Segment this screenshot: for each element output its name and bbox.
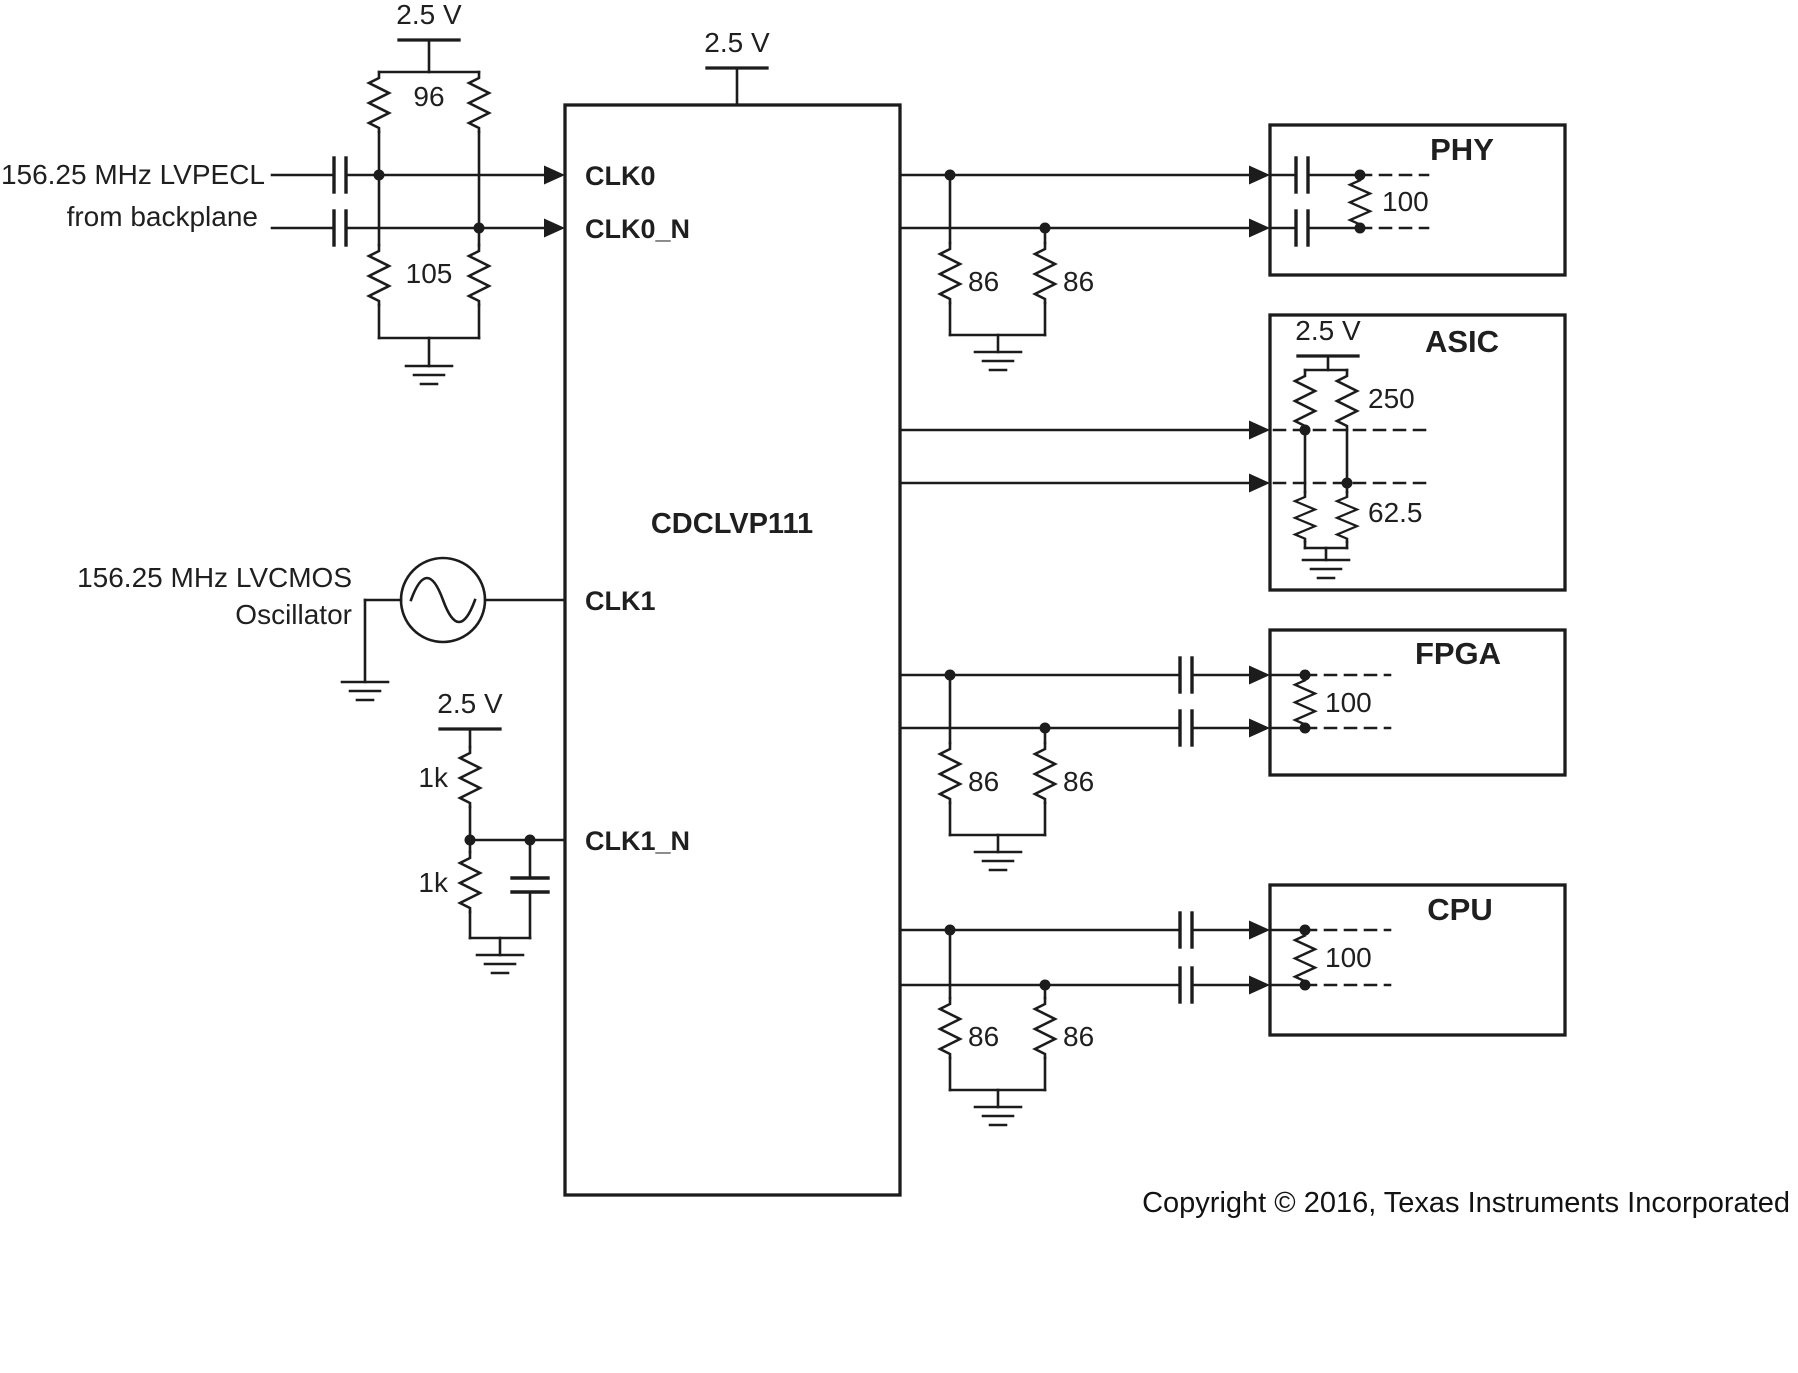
arrowhead-icon: [1247, 919, 1272, 941]
supply-label: 2.5 V: [1295, 315, 1361, 346]
resistor-86-a: [938, 241, 962, 305]
ground-icon: [340, 680, 390, 702]
pin-clk1: CLK1: [585, 586, 656, 616]
clk1n-bias-divider: 2.5 V 1k 1k: [418, 688, 567, 975]
resistor-62-5-b: [1335, 490, 1359, 544]
ground-icon: [973, 850, 1023, 872]
resistor-86-d: [1033, 741, 1057, 805]
coupling-capacitor-icon: [332, 209, 348, 247]
resistor-100-fpga-label: 100: [1325, 687, 1372, 718]
arrowhead-icon: [1247, 419, 1272, 441]
resistor-86-b-label: 86: [1063, 266, 1094, 297]
resistor-86-c-label: 86: [968, 766, 999, 797]
copyright-notice: Copyright © 2016, Texas Instruments Inco…: [1142, 1187, 1790, 1219]
cpu-box: [1268, 883, 1567, 1037]
resistor-100-phy: [1348, 173, 1372, 230]
cpu-label: CPU: [1427, 892, 1492, 927]
supply-label: 2.5 V: [437, 688, 503, 719]
lvcmos-source-label-line2: Oscillator: [235, 599, 352, 630]
asic-block: ASIC 2.5 V 250 62.5: [1268, 313, 1567, 592]
lvpecl-source-label-line1: 156.25 MHz LVPECL: [1, 159, 265, 190]
resistor-86-b: [1033, 241, 1057, 305]
phy-box: [1268, 123, 1567, 277]
chip-label: CDCLVP111: [651, 508, 813, 540]
bypass-capacitor-icon: [510, 876, 550, 894]
output-pair-cpu: 86 86: [898, 911, 1272, 1127]
resistor-96-b: [467, 70, 491, 134]
resistor-62-5-a: [1293, 490, 1317, 544]
coupling-capacitor-icon: [332, 156, 348, 194]
coupling-capacitor-icon: [1178, 656, 1194, 694]
lvcmos-oscillator: 156.25 MHz LVCMOS Oscillator: [77, 556, 567, 702]
chip-body: [563, 103, 902, 1197]
fpga-label: FPGA: [1415, 636, 1501, 671]
arrowhead-icon: [1247, 974, 1272, 996]
coupling-capacitor-icon: [1178, 911, 1194, 949]
phy-label: PHY: [1430, 132, 1494, 167]
asic-box: [1268, 313, 1567, 592]
resistor-96-a: [367, 70, 391, 134]
arrowhead-icon: [1247, 664, 1272, 686]
resistor-250-a: [1293, 368, 1317, 432]
resistor-105-a: [367, 243, 391, 307]
coupling-capacitor-icon: [1178, 966, 1194, 1004]
resistor-86-f: [1033, 996, 1057, 1060]
ground-icon: [475, 953, 525, 975]
resistor-100-fpga: [1293, 673, 1317, 730]
output-pair-asic: [898, 419, 1272, 494]
arrowhead-icon: [542, 164, 567, 186]
coupling-capacitor-icon: [1294, 156, 1310, 194]
cpu-block: CPU 100: [1268, 883, 1567, 1037]
phy-block: PHY 100: [1268, 123, 1567, 277]
resistor-100-cpu-label: 100: [1325, 942, 1372, 973]
ground-icon: [973, 1105, 1023, 1127]
coupling-capacitor-icon: [1178, 709, 1194, 747]
resistor-250-b: [1335, 368, 1359, 432]
ground-icon: [973, 350, 1023, 372]
resistor-96-label: 96: [413, 81, 444, 112]
ground-icon: [1301, 558, 1351, 580]
resistor-1k-top-label: 1k: [418, 762, 449, 793]
asic-label: ASIC: [1425, 324, 1499, 359]
sine-wave-icon: [409, 576, 477, 624]
resistor-250-label: 250: [1368, 383, 1415, 414]
cdclvp111-chip: 2.5 V CDCLVP111 CLK0 CLK0_N CLK1 CLK1_N: [563, 27, 902, 1197]
resistor-86-c: [938, 741, 962, 805]
arrowhead-icon: [1247, 217, 1272, 239]
output-pair-phy: 86 86: [898, 164, 1272, 372]
arrowhead-icon: [1247, 164, 1272, 186]
fpga-block: FPGA 100: [1268, 628, 1567, 777]
resistor-100-cpu: [1293, 928, 1317, 987]
resistor-1k-top: [458, 745, 482, 809]
lvpecl-termination-network: 2.5 V 96 105: [367, 0, 491, 386]
ground-icon: [404, 364, 454, 386]
output-pair-fpga: 86 86: [898, 656, 1272, 872]
resistor-1k-bottom-label: 1k: [418, 867, 449, 898]
lvpecl-source-label-line2: from backplane: [67, 201, 258, 232]
arrowhead-icon: [542, 217, 567, 239]
resistor-86-f-label: 86: [1063, 1021, 1094, 1052]
resistor-86-e-label: 86: [968, 1021, 999, 1052]
coupling-capacitor-icon: [1294, 209, 1310, 247]
resistor-86-d-label: 86: [1063, 766, 1094, 797]
supply-label: 2.5 V: [704, 27, 770, 58]
resistor-100-phy-label: 100: [1382, 186, 1429, 217]
resistor-105-b: [467, 243, 491, 307]
resistor-86-e: [938, 996, 962, 1060]
resistor-105-label: 105: [406, 258, 453, 289]
lvcmos-source-label-line1: 156.25 MHz LVCMOS: [77, 562, 352, 593]
pin-clk1-n: CLK1_N: [585, 826, 690, 856]
resistor-86-a-label: 86: [968, 266, 999, 297]
resistor-62-5-label: 62.5: [1368, 497, 1423, 528]
pin-clk0: CLK0: [585, 161, 656, 191]
lvpecl-input-lines: 156.25 MHz LVPECL from backplane: [1, 156, 567, 247]
arrowhead-icon: [1247, 717, 1272, 739]
fpga-box: [1268, 628, 1567, 777]
supply-label: 2.5 V: [396, 0, 462, 30]
arrowhead-icon: [1247, 472, 1272, 494]
pin-clk0-n: CLK0_N: [585, 214, 690, 244]
resistor-1k-bottom: [458, 850, 482, 914]
